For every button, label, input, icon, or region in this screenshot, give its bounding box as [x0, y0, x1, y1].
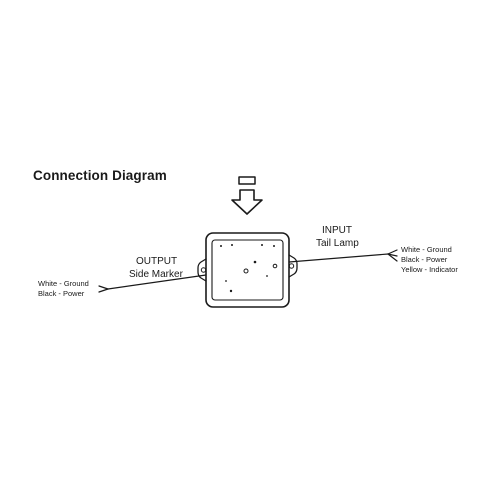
- output-heading: OUTPUT: [136, 256, 178, 267]
- output-name: Side Marker: [129, 269, 183, 280]
- input-name: Tail Lamp: [316, 238, 359, 249]
- down-arrow-icon: [231, 176, 263, 215]
- output-wire-label: White - Ground: [38, 279, 89, 288]
- input-heading: INPUT: [322, 225, 352, 236]
- input-wire-label: Black - Power: [401, 255, 448, 264]
- output-cable: [98, 274, 207, 293]
- input-cable: [288, 249, 398, 263]
- input-wire-label: Yellow - Indicator: [401, 265, 458, 274]
- output-wire-label: Black - Power: [38, 289, 85, 298]
- diagram-title: Connection Diagram: [33, 168, 167, 183]
- input-wire-label: White - Ground: [401, 245, 452, 254]
- junction-box-icon: [197, 232, 298, 308]
